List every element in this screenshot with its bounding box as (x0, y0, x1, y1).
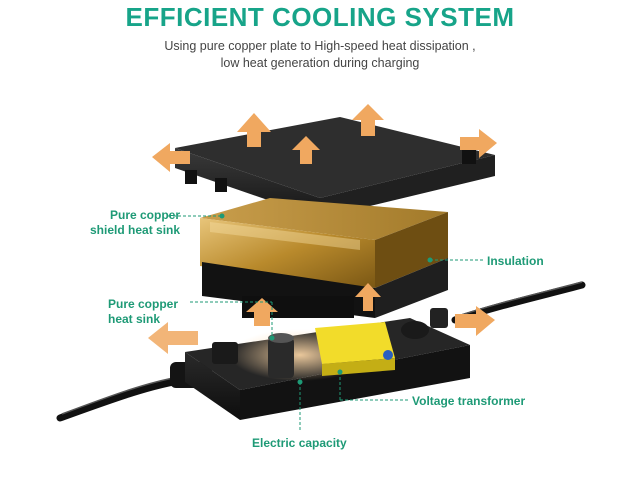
callout-heat-sink: Pure copper heat sink (108, 297, 179, 326)
subtitle-line-1: Using pure copper plate to High-speed he… (164, 39, 476, 53)
top-lid (175, 117, 495, 218)
callout-electric-capacity: Electric capacity (252, 436, 347, 450)
page-title: EFFICIENT COOLING SYSTEM (125, 2, 515, 32)
subtitle: Using pure copper plate to High-speed he… (0, 38, 640, 72)
callout-dots (219, 213, 433, 385)
callout-leaders (168, 215, 484, 430)
heat-arrow-side (148, 129, 497, 354)
callout-shield-heat-sink: Pure copper shield heat sink (90, 208, 181, 237)
callout-voltage-transformer: Voltage transformer (412, 394, 526, 408)
subtitle-line-2: low heat generation during charging (220, 56, 420, 70)
pcb-components (212, 308, 448, 378)
heat-arrow-up (237, 104, 384, 311)
callout-insulation: Insulation (487, 254, 544, 268)
